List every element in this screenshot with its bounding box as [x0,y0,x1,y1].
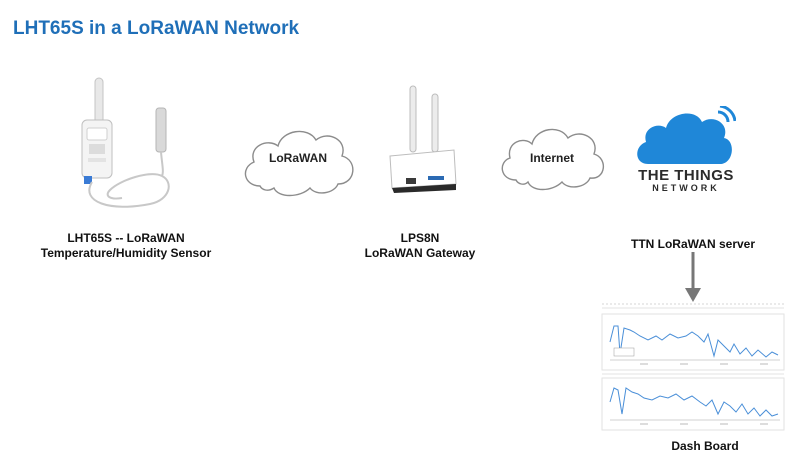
internet-cloud-icon [501,128,604,191]
ttn-cloud-logo-icon [637,106,736,164]
page-title: LHT65S in a LoRaWAN Network [13,18,300,39]
gateway-caption: LPS8N LoRaWAN Gateway [335,231,505,261]
down-arrow-icon [685,252,701,302]
sensor-caption-line2: Temperature/Humidity Sensor [40,246,212,260]
dashboard-caption: Dash Board [671,439,739,453]
lorawan-cloud-icon [244,130,354,197]
gateway-caption-line2: LoRaWAN Gateway [364,246,476,260]
sensor-caption-line1: LHT65S -- LoRaWAN [67,231,185,245]
lps8n-gateway-image [389,85,457,193]
internet-cloud-label: Internet [529,151,574,165]
sensor-caption: LHT65S -- LoRaWAN Temperature/Humidity S… [26,231,226,261]
gateway-caption-line1: LPS8N [400,231,440,245]
ttn-logo-line2: NETWORK [652,183,720,193]
ttn-caption: TTN LoRaWAN server [630,237,756,251]
lht65s-sensor-image [81,77,170,208]
lorawan-cloud-label: LoRaWAN [269,151,327,165]
ttn-logo-line1: THE THINGS [638,167,734,184]
dashboard-screenshot-image [601,303,785,431]
